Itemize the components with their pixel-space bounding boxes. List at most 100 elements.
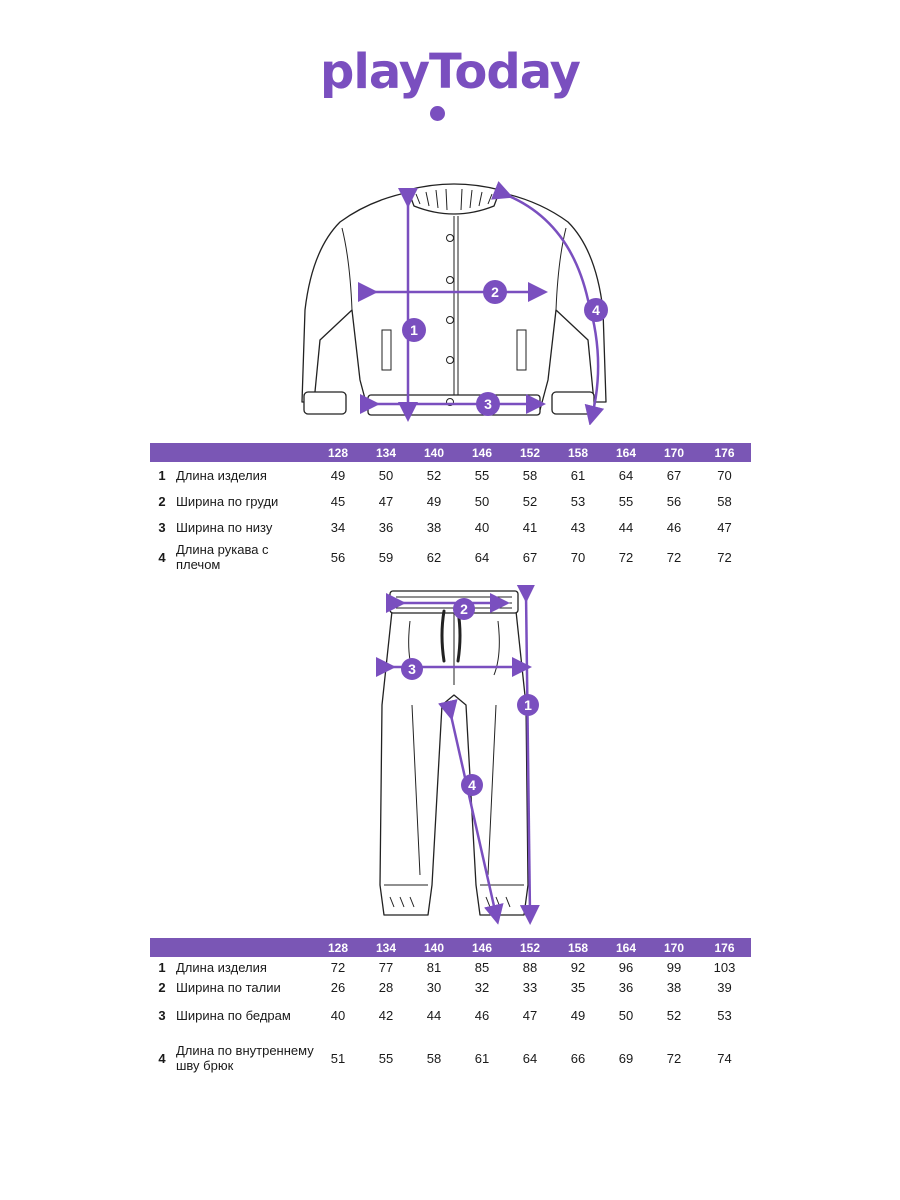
cell-value: 55 <box>378 1050 394 1066</box>
cell-value: 41 <box>522 519 538 535</box>
cell-value: 33 <box>522 979 538 995</box>
size-header: 146 <box>458 938 506 957</box>
cell-value: 49 <box>570 1007 586 1023</box>
cell-value: 36 <box>378 519 394 535</box>
cell-value: 56 <box>666 493 682 509</box>
cell-value: 70 <box>570 549 586 565</box>
jacket-marker-1: 1 <box>410 322 418 338</box>
cell-value: 52 <box>666 1007 682 1023</box>
cell-value: 61 <box>570 467 586 483</box>
cell-value: 59 <box>378 549 394 565</box>
size-header: 170 <box>650 938 698 957</box>
cell-value: 58 <box>426 1050 442 1066</box>
jacket-illustration: 1 2 3 4 <box>301 181 608 425</box>
pants-size-header: 128 134 140 146 152 158 164 170 176 <box>150 938 751 957</box>
cell-value: 39 <box>717 979 732 995</box>
brand-logo: playToday <box>320 44 581 100</box>
row-label: Ширина по низу <box>176 519 273 535</box>
row-number: 3 <box>158 519 166 535</box>
cell-value: 55 <box>618 493 634 509</box>
cell-value: 70 <box>717 467 732 483</box>
cell-value: 47 <box>522 1007 538 1023</box>
table-row: 2 Ширина по груди 45 47 49 50 52 53 55 5… <box>150 488 751 514</box>
cell-value: 88 <box>522 959 538 975</box>
cell-value: 44 <box>426 1007 442 1023</box>
size-header: 164 <box>602 938 650 957</box>
jacket-marker-3: 3 <box>484 396 492 412</box>
cell-value: 40 <box>330 1007 346 1023</box>
size-header: 170 <box>650 443 698 462</box>
cell-value: 72 <box>330 959 346 975</box>
row-label: Ширина по груди <box>176 493 279 509</box>
size-header: 140 <box>410 443 458 462</box>
size-header: 146 <box>458 443 506 462</box>
size-header: 134 <box>362 443 410 462</box>
jacket-marker-4: 4 <box>592 302 600 318</box>
cell-value: 52 <box>426 467 442 483</box>
cell-value: 36 <box>618 979 634 995</box>
cell-value: 64 <box>618 467 634 483</box>
size-header: 134 <box>362 938 410 957</box>
cell-value: 64 <box>522 1050 538 1066</box>
jacket-size-header: 128 134 140 146 152 158 164 170 176 <box>150 443 751 462</box>
header-empty <box>174 938 314 957</box>
cell-value: 47 <box>717 519 732 535</box>
cell-value: 49 <box>330 467 346 483</box>
cell-value: 46 <box>666 519 682 535</box>
pants-marker-4: 4 <box>468 777 476 793</box>
row-label: Ширина по бедрам <box>176 1007 291 1023</box>
cell-value: 99 <box>666 959 682 975</box>
cell-value: 72 <box>666 1050 682 1066</box>
cell-value: 40 <box>474 519 490 535</box>
row-label: Длина изделия <box>176 467 267 483</box>
table-row: 2 Ширина по талии 26 28 30 32 33 35 36 3… <box>150 977 751 997</box>
row-number: 1 <box>158 467 166 483</box>
row-label: Длина по внутреннему шву брюк <box>176 1043 314 1073</box>
cell-value: 45 <box>330 493 346 509</box>
cell-value: 26 <box>330 979 346 995</box>
cell-value: 52 <box>522 493 538 509</box>
pants-marker-3: 3 <box>408 661 416 677</box>
jacket-size-table: 128 134 140 146 152 158 164 170 176 1 Дл… <box>150 443 751 574</box>
header-empty <box>150 443 174 462</box>
row-number: 2 <box>158 493 166 509</box>
pants-marker-2: 2 <box>460 601 468 617</box>
size-header: 158 <box>554 938 602 957</box>
cell-value: 50 <box>618 1007 634 1023</box>
cell-value: 28 <box>378 979 394 995</box>
size-header: 176 <box>698 938 751 957</box>
cell-value: 72 <box>666 549 682 565</box>
row-number: 2 <box>158 979 166 995</box>
cell-value: 53 <box>717 1007 732 1023</box>
pants-illustration: 2 3 1 4 <box>376 585 540 925</box>
row-label: Длина рукава с плечом <box>176 542 269 572</box>
row-number: 3 <box>158 1007 166 1023</box>
table-row: 4 Длина по внутреннему шву брюк 51 55 58… <box>150 1033 751 1083</box>
row-label: Длина изделия <box>176 959 267 975</box>
table-row: 1 Длина изделия 72 77 81 85 88 92 96 99 … <box>150 957 751 977</box>
cell-value: 32 <box>474 979 490 995</box>
cell-value: 55 <box>474 467 490 483</box>
cell-value: 35 <box>570 979 586 995</box>
cell-value: 42 <box>378 1007 394 1023</box>
header-empty <box>150 938 174 957</box>
cell-value: 103 <box>713 959 736 975</box>
size-header: 140 <box>410 938 458 957</box>
cell-value: 53 <box>570 493 586 509</box>
cell-value: 66 <box>570 1050 586 1066</box>
size-header: 152 <box>506 938 554 957</box>
size-header: 164 <box>602 443 650 462</box>
cell-value: 30 <box>426 979 442 995</box>
cell-value: 58 <box>717 493 732 509</box>
cell-value: 38 <box>426 519 442 535</box>
row-number: 4 <box>158 1050 166 1066</box>
cell-value: 85 <box>474 959 490 975</box>
cell-value: 77 <box>378 959 394 975</box>
cell-value: 58 <box>522 467 538 483</box>
cell-value: 49 <box>426 493 442 509</box>
header-empty <box>174 443 314 462</box>
cell-value: 50 <box>378 467 394 483</box>
cell-value: 69 <box>618 1050 634 1066</box>
size-header: 128 <box>314 938 362 957</box>
cell-value: 50 <box>474 493 490 509</box>
